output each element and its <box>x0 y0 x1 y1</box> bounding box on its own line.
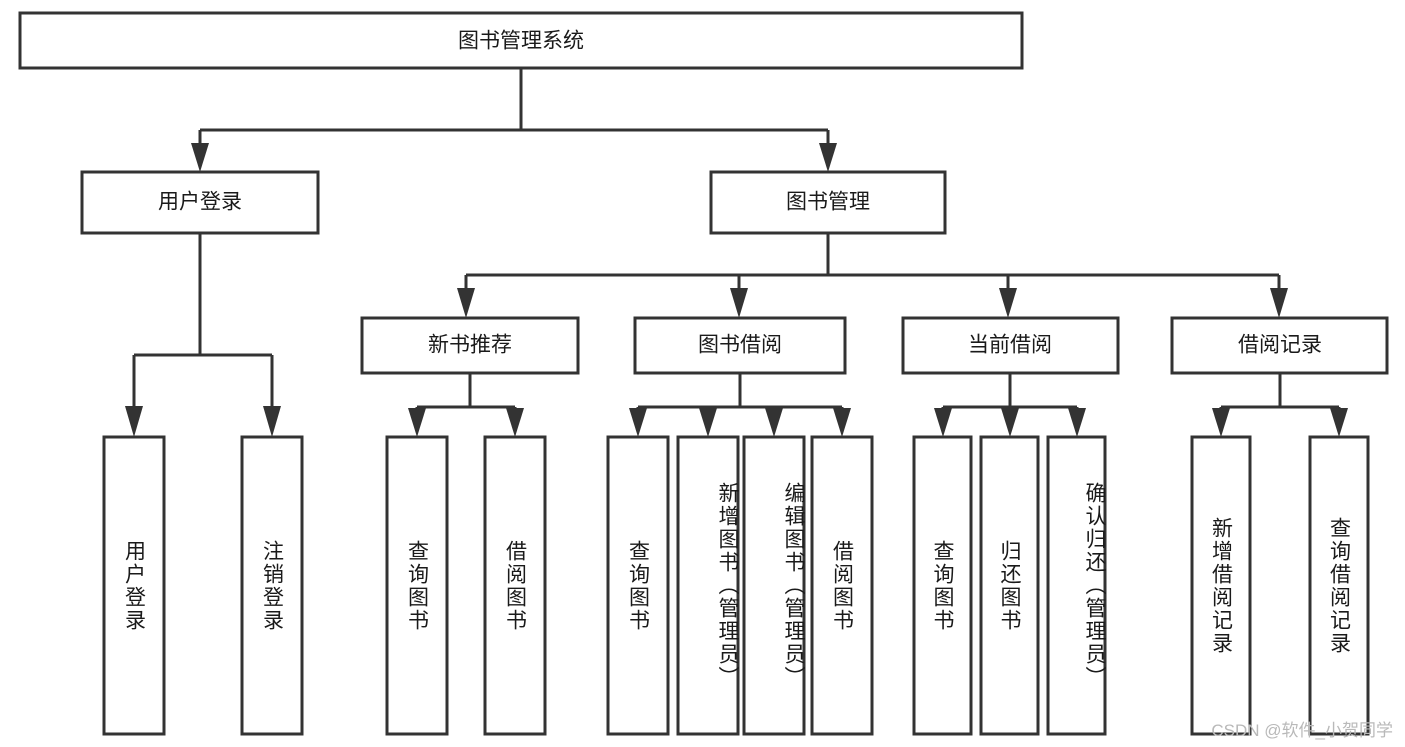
arrow-head-leaf-borrow-book-1 <box>506 408 524 437</box>
arrow-head-book-manage <box>819 143 837 172</box>
node-box-leaf-query-book-1[interactable] <box>385 435 449 736</box>
node-label-new-book-recommend: 新书推荐 <box>428 334 512 357</box>
arrow-head-leaf-query-book-1 <box>408 408 426 437</box>
connector-group-user-login <box>125 233 281 437</box>
arrow-head-current-borrow <box>999 288 1017 318</box>
arrow-head-leaf-add-record <box>1212 408 1230 437</box>
node-label-book-borrow: 图书借阅 <box>698 334 782 357</box>
node-box-current-borrow[interactable] <box>901 316 1120 375</box>
connector-group-book-borrow <box>629 373 851 437</box>
arrow-head-leaf-logout <box>263 406 281 437</box>
node-box-new-book-recommend[interactable] <box>360 316 580 375</box>
connector-group-root <box>191 68 837 172</box>
node-box-leaf-return-book[interactable] <box>979 435 1040 736</box>
arrow-head-user-login <box>191 143 209 172</box>
arrow-head-leaf-query-book-3 <box>934 408 952 437</box>
node-box-leaf-borrow-book-1[interactable] <box>483 435 547 736</box>
node-box-leaf-add-record[interactable] <box>1190 435 1252 736</box>
node-box-borrow-record[interactable] <box>1170 316 1389 375</box>
node-label-borrow-record: 借阅记录 <box>1238 334 1322 357</box>
node-box-leaf-confirm-return[interactable] <box>1046 435 1107 736</box>
arrow-head-leaf-confirm-return <box>1068 408 1086 437</box>
node-box-leaf-user-login[interactable] <box>102 435 166 736</box>
node-box-leaf-query-book-2[interactable] <box>606 435 670 736</box>
node-box-leaf-borrow-book-2[interactable] <box>810 435 874 736</box>
connector-group-current-borrow <box>934 373 1086 437</box>
arrow-head-leaf-edit-book <box>765 408 783 437</box>
node-box-leaf-logout[interactable] <box>240 435 304 736</box>
arrow-head-leaf-query-book-2 <box>629 408 647 437</box>
connector-group-new-book-recommend <box>408 373 524 437</box>
connector-group-borrow-record <box>1212 373 1348 437</box>
node-box-leaf-query-book-3[interactable] <box>912 435 973 736</box>
node-label-book-manage: 图书管理 <box>786 191 870 214</box>
node-box-root[interactable] <box>18 11 1024 70</box>
node-box-leaf-query-record[interactable] <box>1308 435 1370 736</box>
csdn-watermark: CSDN @软件_小贺同学 <box>1211 721 1393 740</box>
arrow-head-leaf-return-book <box>1001 408 1019 437</box>
arrow-head-leaf-add-book <box>699 408 717 437</box>
node-box-book-borrow[interactable] <box>633 316 847 375</box>
arrow-head-leaf-user-login <box>125 406 143 437</box>
node-box-leaf-add-book[interactable] <box>676 435 740 736</box>
node-box-user-login[interactable] <box>80 170 320 235</box>
node-label-current-borrow: 当前借阅 <box>968 334 1052 357</box>
arrow-head-new-book-recommend <box>457 288 475 318</box>
arrow-head-book-borrow <box>730 288 748 318</box>
node-label-root: 图书管理系统 <box>458 30 584 53</box>
arrow-head-leaf-borrow-book-2 <box>833 408 851 437</box>
arrow-head-borrow-record <box>1270 288 1288 318</box>
arrow-head-leaf-query-record <box>1330 408 1348 437</box>
node-box-book-manage[interactable] <box>709 170 947 235</box>
node-box-leaf-edit-book[interactable] <box>742 435 806 736</box>
node-label-user-login: 用户登录 <box>158 191 242 214</box>
connector-group-book-manage <box>457 233 1288 318</box>
